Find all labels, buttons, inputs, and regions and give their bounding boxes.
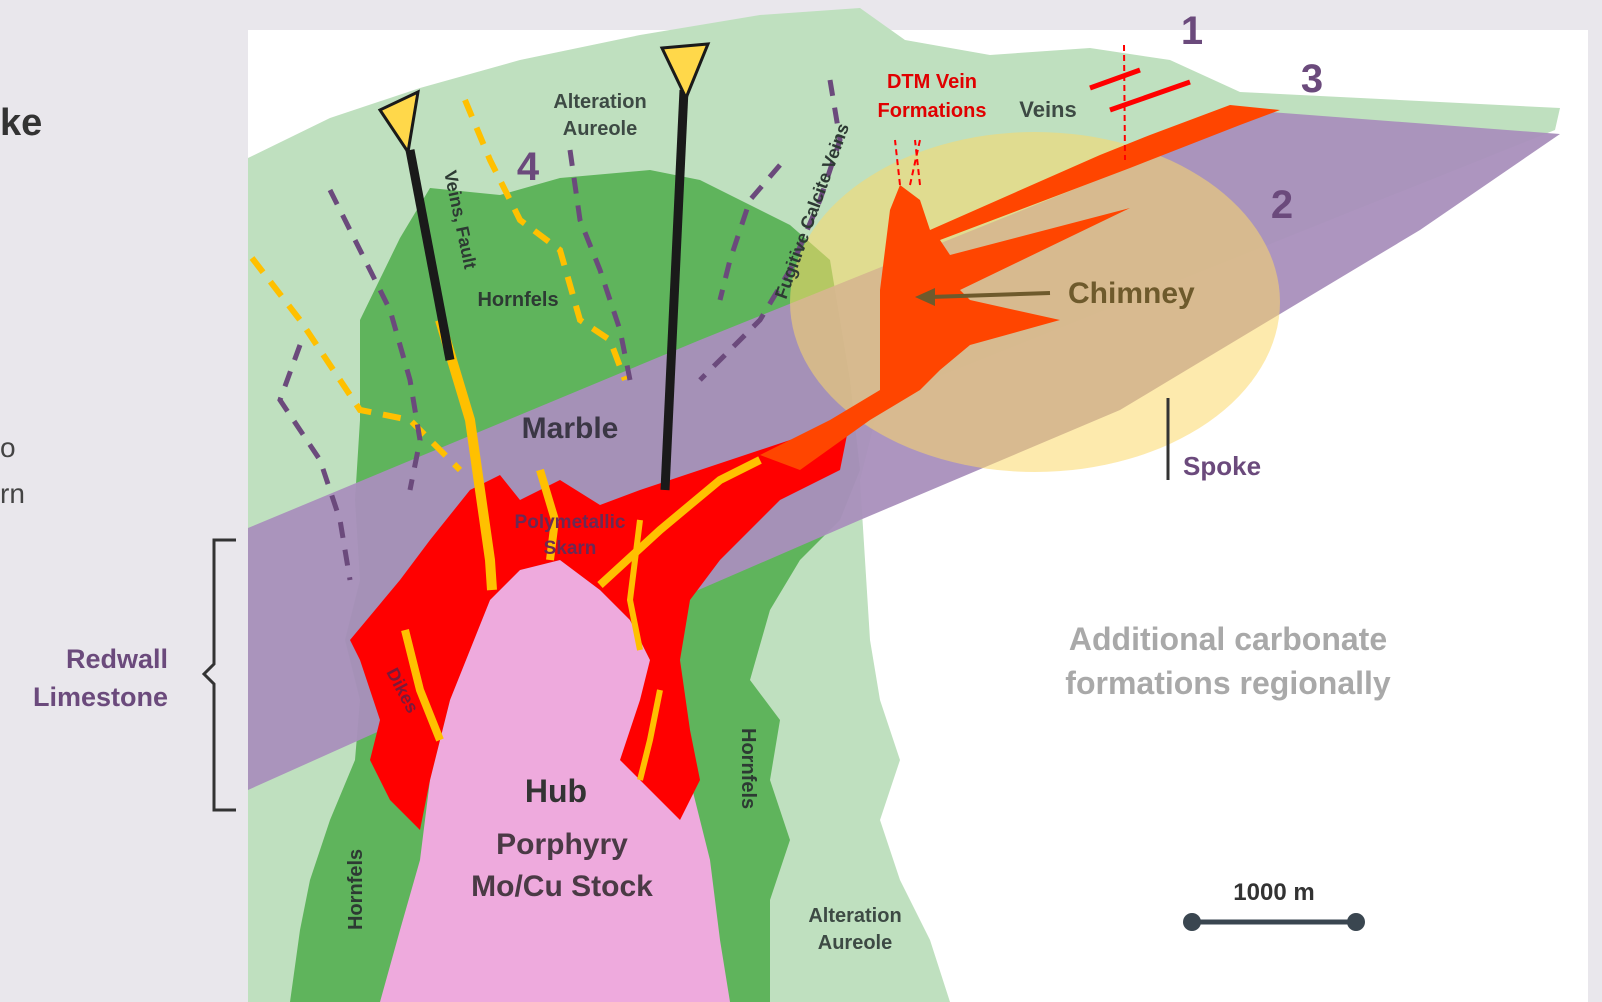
label-hub: Hub <box>525 773 587 809</box>
label-porphyry-2: Mo/Cu Stock <box>471 870 653 903</box>
redwall-limestone-label: Redwall Limestone <box>8 640 168 716</box>
label-hornfels-top: Hornfels <box>477 289 558 311</box>
label-alteration-bottom-2: Aureole <box>818 932 892 954</box>
label-scale: 1000 m <box>1233 879 1314 906</box>
label-marble: Marble <box>522 412 619 445</box>
label-hornfels-right: Hornfels <box>737 728 759 809</box>
redwall-label-line1: Redwall <box>8 640 168 678</box>
number-4: 4 <box>517 145 540 189</box>
label-dtm-2: Formations <box>878 100 987 122</box>
redwall-label-line2: Limestone <box>8 678 168 716</box>
label-alteration-top-2: Aureole <box>563 118 637 140</box>
scale-bar-end <box>1183 913 1201 931</box>
label-skarn-1: Polymetallic <box>515 512 626 533</box>
label-porphyry-1: Porphyry <box>496 828 628 861</box>
label-spoke: Spoke <box>1183 451 1261 481</box>
label-carbonate-1: Additional carbonate <box>1069 621 1387 657</box>
label-hornfels-left: Hornfels <box>345 849 367 930</box>
label-veins: Veins <box>1019 97 1076 122</box>
label-alteration-bottom: Alteration <box>808 905 901 927</box>
label-carbonate-2: formations regionally <box>1065 665 1391 701</box>
label-alteration-top: Alteration <box>553 91 646 113</box>
number-2: 2 <box>1271 183 1293 227</box>
label-skarn-2: Skarn <box>544 538 597 559</box>
number-3: 3 <box>1301 57 1323 101</box>
number-1: 1 <box>1181 9 1203 53</box>
limestone-bracket <box>204 540 236 810</box>
scale-bar-end <box>1347 913 1365 931</box>
label-chimney: Chimney <box>1068 277 1195 310</box>
label-dtm-1: DTM Vein <box>887 71 977 93</box>
